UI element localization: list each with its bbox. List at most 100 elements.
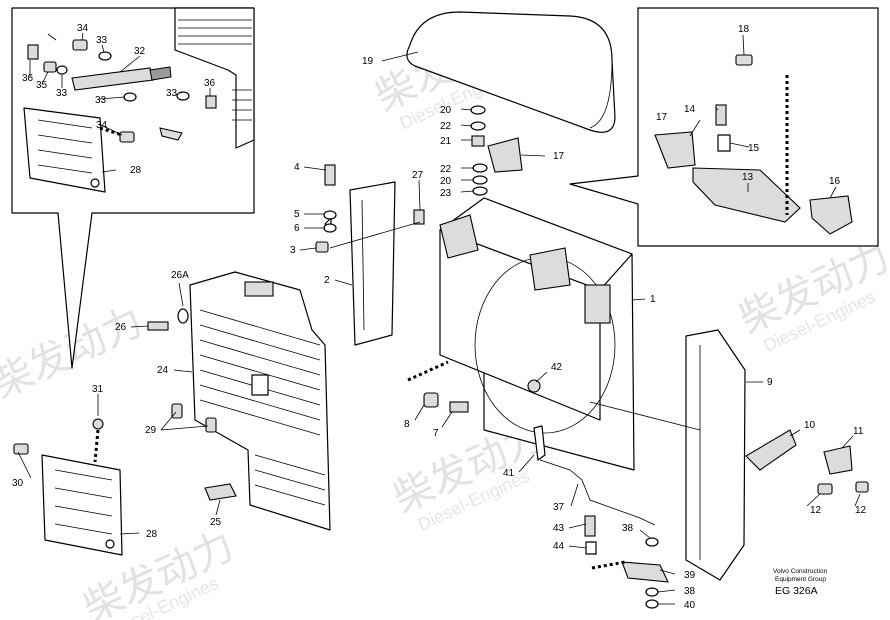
bolt-14	[715, 104, 727, 126]
detail-inset-left	[11, 7, 255, 369]
spacer-44	[585, 541, 597, 555]
callout-33a: 33	[96, 35, 108, 46]
nut-31	[92, 418, 104, 430]
callout-7: 7	[433, 428, 439, 439]
bushing-3	[315, 241, 329, 253]
callout-24: 24	[157, 365, 169, 376]
callout-21: 21	[440, 136, 452, 147]
bolt-12b	[855, 481, 869, 493]
shroud-handle-left	[439, 214, 479, 259]
inset-left-dash	[99, 126, 123, 137]
footer-line-2: Equipment Group	[775, 576, 826, 583]
bolt-12a	[817, 483, 833, 495]
callout-12b: 12	[855, 505, 867, 516]
footer-code: EG 326A	[775, 585, 818, 597]
latch-25	[204, 483, 237, 501]
bolt-43	[584, 515, 596, 537]
inset-left-cover-ribs	[37, 119, 93, 174]
washer-38a	[645, 537, 659, 547]
bracket-17-detail	[654, 131, 696, 169]
callout-18: 18	[738, 24, 750, 35]
rod-9	[589, 401, 701, 431]
callout-31: 31	[92, 384, 104, 395]
side-panel-2-edge	[361, 199, 365, 331]
callout-20b: 20	[440, 176, 452, 187]
bolt-26	[147, 321, 169, 331]
inset-right-frame	[569, 7, 879, 247]
callout-13: 13	[742, 172, 754, 183]
inset-left-ribbed-panel	[174, 7, 255, 149]
latch-handle	[159, 127, 183, 141]
callout-39: 39	[684, 570, 696, 581]
callout-6: 6	[294, 223, 300, 234]
small-cover-dash	[93, 429, 100, 463]
bolt-34a	[72, 39, 88, 51]
callout-8: 8	[404, 419, 410, 430]
clamp-39	[621, 561, 669, 583]
bolt-18	[735, 54, 753, 66]
callout-36b: 36	[204, 78, 216, 89]
callout-12a: 12	[810, 505, 822, 516]
inset-left-cover-28	[23, 107, 106, 193]
callout-38b: 38	[684, 586, 696, 597]
footer-caption: Volvo Construction Equipment Group EG 32…	[773, 568, 828, 597]
side-panel-24-body	[189, 271, 331, 531]
washer-38b	[645, 587, 659, 597]
washer-20a	[470, 105, 486, 115]
washer-33d	[176, 91, 190, 101]
panel-center-plate	[251, 374, 269, 396]
washer-22a	[470, 121, 486, 131]
washer-26A	[177, 308, 189, 324]
washer-33c	[123, 92, 137, 102]
callout-30: 30	[12, 478, 24, 489]
callout-26A: 26A	[171, 270, 189, 281]
callout-17a: 17	[553, 151, 565, 162]
footer-line-1: Volvo Construction	[773, 568, 828, 575]
callout-20a: 20	[440, 105, 452, 116]
washer-22b	[472, 163, 488, 173]
bolt-42	[527, 379, 541, 393]
callout-26: 26	[115, 322, 127, 333]
bracket-13	[692, 167, 801, 223]
callout-33d: 33	[95, 95, 107, 106]
small-cover-28-ribs	[54, 469, 113, 535]
bushing-21	[471, 135, 485, 147]
bolt-34b	[119, 131, 135, 143]
bracket-36a	[27, 44, 39, 60]
side-panel-2	[349, 181, 396, 346]
callout-23: 23	[440, 188, 452, 199]
callout-32: 32	[134, 46, 146, 57]
bracket-36b	[205, 95, 217, 109]
callout-29: 29	[145, 425, 157, 436]
bolt-7	[449, 401, 469, 413]
callout-28a: 28	[130, 165, 142, 176]
callout-11: 11	[853, 426, 864, 437]
bolt-4	[324, 164, 336, 186]
top-cover-edge	[589, 59, 613, 129]
callout-9: 9	[767, 377, 773, 388]
washer-33b	[56, 65, 68, 75]
callout-33b: 33	[56, 88, 68, 99]
fitting-41	[533, 425, 546, 461]
callout-34a: 34	[77, 23, 89, 34]
bracket-10	[745, 429, 797, 471]
bracket-11	[823, 445, 853, 475]
callout-22a: 22	[440, 121, 452, 132]
callout-44: 44	[553, 541, 565, 552]
detail-inset-right	[569, 7, 879, 247]
callout-40: 40	[684, 600, 696, 611]
washer-33a	[98, 51, 112, 61]
bolt-30	[13, 443, 29, 455]
rod-3	[329, 221, 421, 249]
shroud-dash	[407, 360, 449, 382]
callout-14: 14	[684, 104, 696, 115]
callout-17b: 17	[656, 112, 668, 123]
side-panel-9	[685, 329, 746, 581]
side-panel-24	[147, 271, 331, 531]
shroud-handle-right	[529, 247, 571, 291]
callout-3: 3	[290, 245, 296, 256]
callout-38a: 38	[622, 523, 634, 534]
inset-left-cover-hole	[90, 178, 100, 188]
